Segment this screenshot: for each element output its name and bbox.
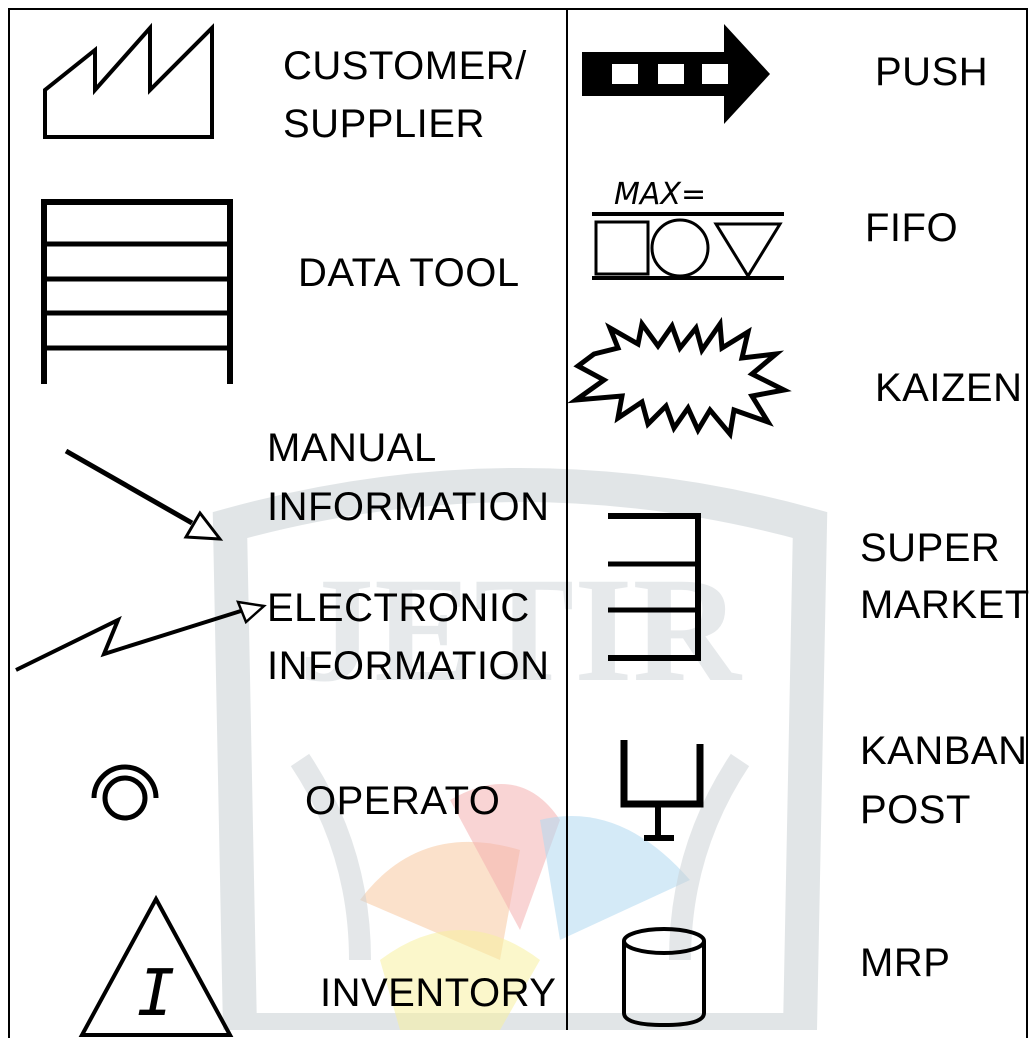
watermark-petal-red	[450, 784, 560, 930]
operator-icon	[91, 764, 159, 821]
watermark-text: JETIR	[299, 547, 742, 713]
kaizen-label: KAIZEN	[875, 366, 1023, 410]
operator-label: OPERATO	[305, 779, 501, 823]
kaizen-burst-icon	[567, 316, 792, 440]
electronic-information-label-1: ELECTRONIC	[267, 586, 530, 630]
database-cylinder-icon	[622, 927, 706, 1028]
table-frame	[8, 8, 1028, 1038]
customer-supplier-label-2: SUPPLIER	[283, 102, 485, 146]
watermark-leaf-right	[669, 753, 750, 961]
inventory-triangle-icon: I	[78, 894, 234, 1037]
watermark-petal-blue	[540, 816, 690, 940]
manual-information-label-2: INFORMATION	[267, 485, 550, 529]
factory-icon	[43, 22, 214, 139]
watermark-petal-orange	[360, 841, 520, 960]
data-box-icon	[41, 199, 233, 384]
mrp-label: MRP	[860, 941, 951, 985]
supermarket-icon	[608, 513, 701, 661]
kanban-post-icon	[620, 740, 704, 841]
fifo-max-text: MAX=	[614, 177, 706, 212]
watermark-petal-yellow	[380, 930, 540, 1030]
watermark-leaf-left	[290, 753, 371, 961]
column-divider	[566, 8, 568, 1030]
straight-arrow-icon	[64, 448, 224, 541]
electronic-information-label-2: INFORMATION	[267, 644, 550, 688]
manual-information-label-1: MANUAL	[267, 426, 437, 470]
zigzag-arrow-icon	[15, 600, 267, 672]
inventory-letter: I	[137, 957, 176, 1031]
customer-supplier-label-1: CUSTOMER/	[283, 44, 527, 88]
data-tool-label: DATA TOOL	[298, 251, 520, 295]
fifo-label: FIFO	[865, 206, 959, 250]
watermark-shield	[212, 468, 828, 1030]
supermarket-label-1: SUPER	[860, 526, 1001, 570]
supermarket-label-2: MARKET	[860, 583, 1030, 627]
kanban-post-label-2: POST	[860, 788, 971, 832]
push-label: PUSH	[875, 50, 989, 94]
kanban-post-label-1: KANBAN	[860, 729, 1028, 773]
inventory-label: INVENTORY	[320, 971, 557, 1015]
push-arrow-icon	[582, 24, 770, 124]
fifo-lane-icon: MAX=	[592, 177, 784, 280]
